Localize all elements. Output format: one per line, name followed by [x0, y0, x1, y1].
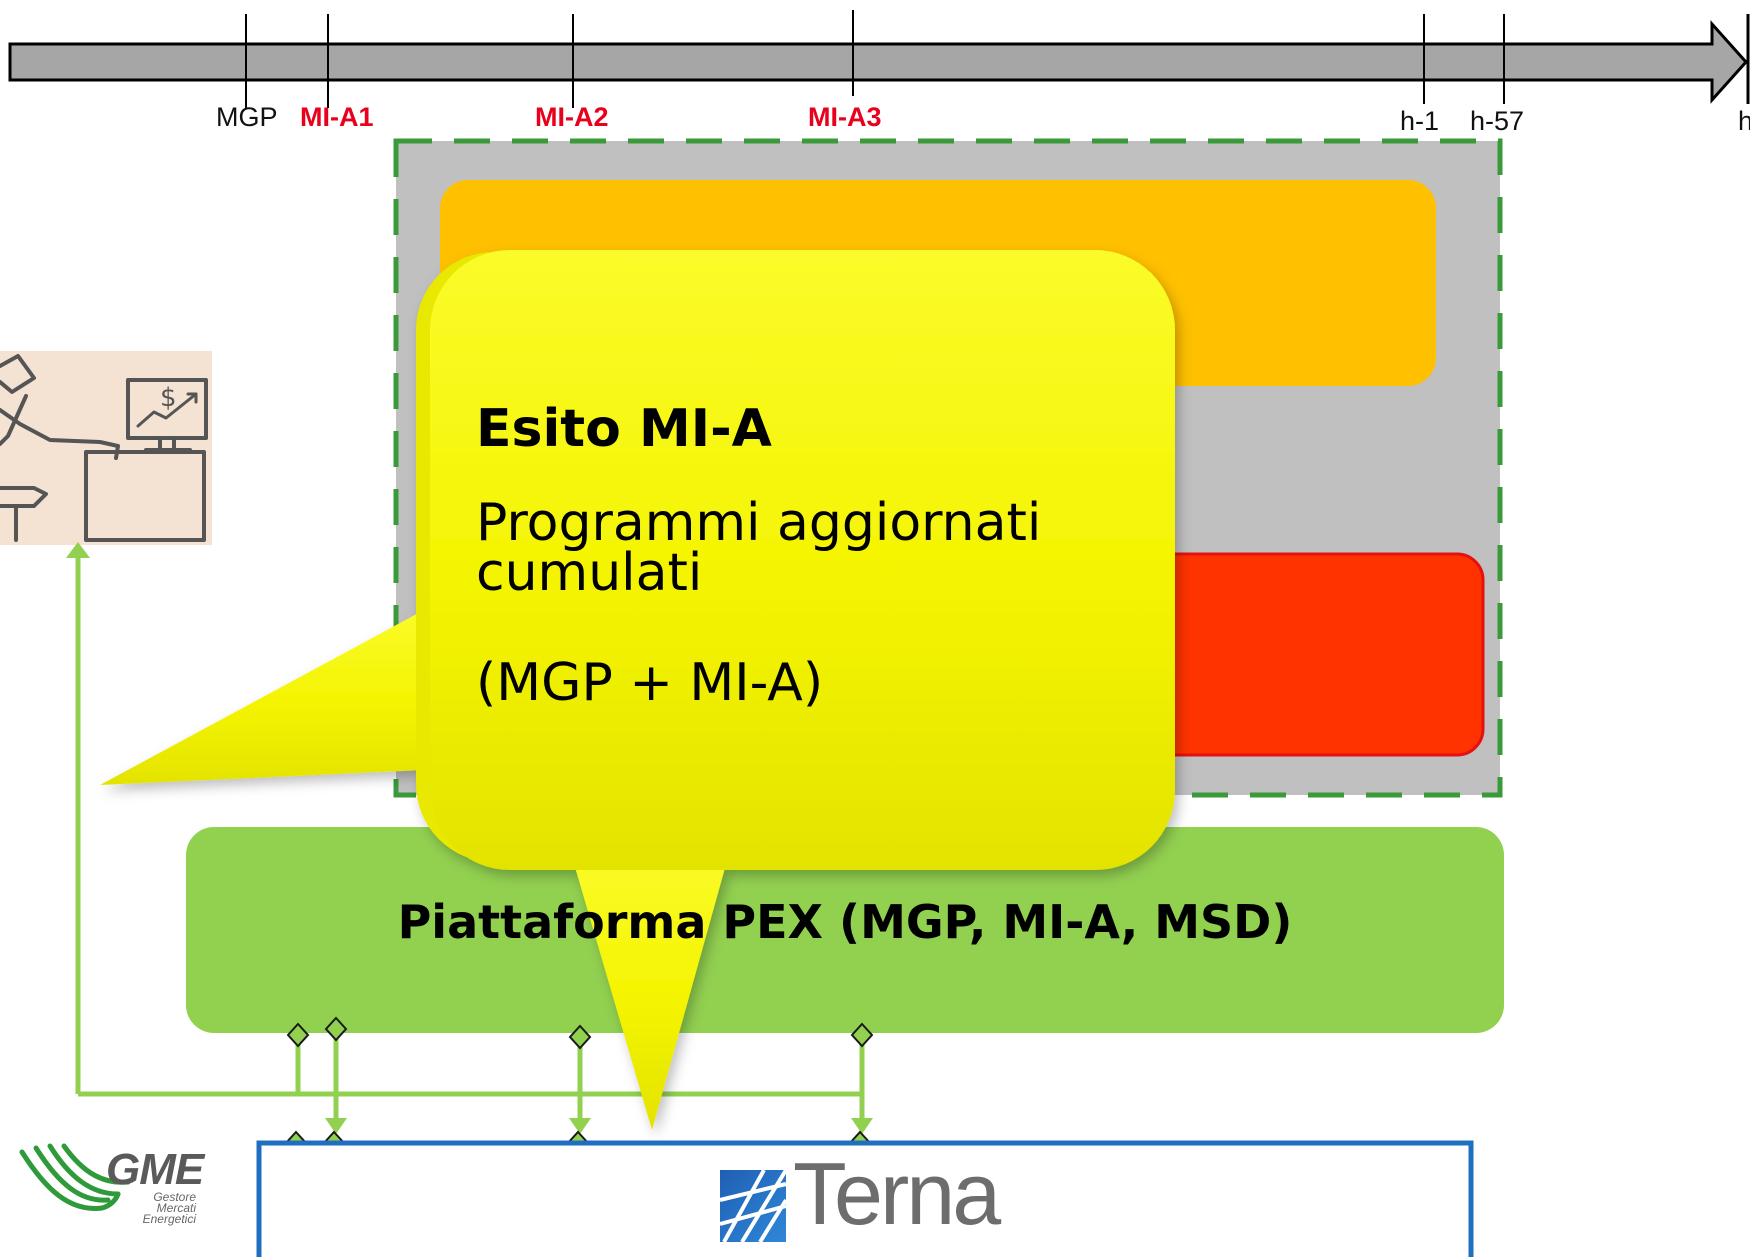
timeline-label-h-1: h-1	[1400, 106, 1439, 136]
gme-subtitle-line: Gestore	[153, 1190, 196, 1204]
timeline: MGP MI-A1 MI-A2 MI-A3 h-1 h-57 h	[8, 10, 1750, 136]
terna-box	[256, 1140, 1474, 1257]
timeline-label-mi-a3: MI-A3	[808, 102, 882, 132]
chair-icon	[0, 486, 48, 508]
chart-line-icon	[136, 392, 198, 428]
callout-front	[430, 250, 1175, 870]
arrowhead-down-2	[569, 1118, 591, 1134]
trader-illustration: $	[0, 351, 212, 545]
gme-logo-subtitle: Gestore Mercati Energetici	[140, 1190, 196, 1226]
timeline-ticks	[245, 10, 1750, 108]
person-arm-icon	[0, 394, 28, 446]
handle	[568, 1024, 592, 1050]
callout-pointer-left	[100, 610, 424, 785]
callout-bubble	[100, 250, 1175, 1130]
callout-line-1: Programmi aggiornati cumulati	[476, 493, 1042, 603]
monitor-stand-icon	[144, 436, 192, 452]
timeline-label-mi-a2: MI-A2	[535, 102, 609, 132]
callout-title: Esito MI-A	[476, 399, 772, 459]
timeline-label-h-57: h-57	[1470, 106, 1524, 136]
gme-logo-icon	[19, 1143, 131, 1211]
platform-box	[186, 827, 1504, 1033]
timeline-arrow	[8, 20, 1749, 104]
gme-subtitle-line: Mercati	[156, 1201, 196, 1215]
timeline-label-mgp: MGP	[216, 102, 278, 132]
platform-label: Piattaforma PEX (MGP, MI-A, MSD)	[397, 895, 1293, 949]
gme-logo-name: GME	[106, 1145, 204, 1194]
connectors	[66, 542, 873, 1134]
arrowhead-down-1	[325, 1118, 347, 1134]
person-head-icon	[0, 354, 36, 394]
terna-logo-name: Terna	[793, 1144, 1001, 1243]
arrowhead-up-trader	[66, 542, 90, 558]
handle	[286, 1022, 310, 1048]
chart-arrowhead-icon	[186, 392, 198, 404]
handle	[324, 1016, 348, 1042]
timeline-label-mi-a1: MI-A1	[300, 102, 374, 132]
person-body-icon	[0, 408, 120, 460]
terna-grid-icon	[719, 1168, 788, 1244]
arrowhead-down-3	[851, 1118, 873, 1134]
gme-subtitle-line: Energetici	[142, 1212, 196, 1226]
timeline-label-h: h	[1738, 106, 1750, 136]
dollar-icon: $	[160, 383, 177, 413]
callout-line-2: (MGP + MI-A)	[476, 653, 824, 713]
handle	[850, 1022, 874, 1048]
monitor-icon	[126, 378, 208, 440]
callout-pointer-down	[570, 850, 730, 1130]
